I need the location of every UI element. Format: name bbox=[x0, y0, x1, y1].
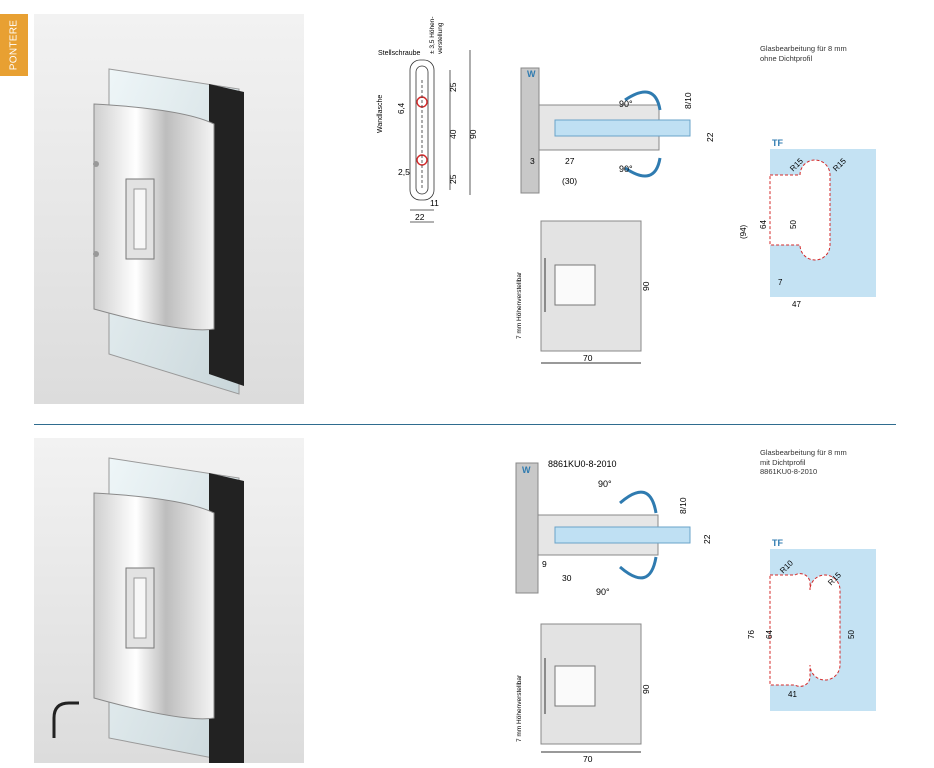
section-separator bbox=[34, 424, 896, 425]
angle-bottom-2: 90° bbox=[596, 587, 610, 597]
dim-41: 41 bbox=[788, 690, 797, 699]
wall-label-2: W bbox=[522, 465, 531, 475]
dim-30: 30 bbox=[562, 573, 572, 583]
front-view-drawing-1: 7 mm Höhenverstellbar 90 70 bbox=[516, 220, 651, 364]
label-wandlasche: Wandlasche bbox=[377, 95, 384, 133]
angle-bottom: 90° bbox=[619, 164, 633, 174]
dim-64-2: 64 bbox=[765, 630, 774, 639]
dim-90-2: 90 bbox=[641, 684, 651, 694]
dim-50: 50 bbox=[789, 220, 798, 229]
top-view-drawing-2: W 8861KU0-8-2010 90° 90° 8/10 22 9 30 bbox=[515, 459, 712, 597]
angle-top-2: 90° bbox=[598, 479, 612, 489]
glass-cutout-2: TF R10 R15 76 64 50 41 bbox=[747, 538, 876, 711]
tf-label: TF bbox=[772, 138, 783, 148]
dim-25b: 25 bbox=[448, 174, 458, 184]
dim-9: 9 bbox=[542, 559, 547, 569]
front-view-drawing-2: 7 mm Höhenverstellbar 90 70 bbox=[516, 623, 651, 763]
note-2-line-2: mit Dichtprofil bbox=[760, 457, 806, 467]
glass-note-2: Glasbearbeitung für 8 mm mit Dichtprofil… bbox=[760, 448, 847, 477]
dim-7: 7 bbox=[778, 278, 783, 287]
dim-47: 47 bbox=[792, 300, 801, 309]
label-hv-2: 7 mm Höhenverstellbar bbox=[516, 674, 523, 742]
dim-70-2: 70 bbox=[583, 754, 593, 763]
wall-plate-drawing-1: Stellschraube Wandlasche ± 3,5 Höhen- ve… bbox=[377, 16, 478, 223]
label-stellschraube: Stellschraube bbox=[378, 50, 421, 57]
dim-64: 64 bbox=[759, 220, 768, 229]
hinge-illustration-2 bbox=[52, 457, 244, 764]
note-1-line-2: ohne Dichtprofil bbox=[760, 53, 813, 63]
dim-50-2: 50 bbox=[847, 630, 856, 639]
note-1-line-1: Glasbearbeitung für 8 mm bbox=[760, 44, 847, 53]
glass-cutout-1: TF R15 R15 (94) 64 50 7 47 bbox=[739, 138, 876, 309]
product-photo-2 bbox=[34, 438, 304, 764]
dim-90b: 90 bbox=[641, 281, 651, 291]
category-tab: PONTERE bbox=[0, 14, 28, 76]
angle-top: 90° bbox=[619, 99, 633, 109]
dim-3: 3 bbox=[530, 156, 535, 166]
dim-11: 11 bbox=[430, 198, 439, 208]
dim-22a: 22 bbox=[415, 212, 425, 222]
product-photo-1 bbox=[34, 14, 304, 404]
label-hoehen2: verstellung bbox=[437, 22, 444, 54]
dim-6-4: 6,4 bbox=[397, 102, 406, 114]
hinge-illustration-1 bbox=[93, 68, 244, 395]
dim-76: 76 bbox=[747, 630, 756, 639]
glass-note-1: Glasbearbeitung für 8 mm ohne Dichtprofi… bbox=[760, 44, 847, 63]
note-2-line-1: Glasbearbeitung für 8 mm bbox=[760, 448, 847, 457]
dim-22b: 22 bbox=[705, 132, 715, 142]
dim-8-10-2: 8/10 bbox=[678, 497, 688, 514]
dim-2-5: 2,5 bbox=[398, 167, 410, 177]
dim-70: 70 bbox=[583, 353, 593, 363]
dim-27: 27 bbox=[565, 156, 575, 166]
dim-40: 40 bbox=[448, 129, 458, 139]
dim-25a: 25 bbox=[448, 82, 458, 92]
note-2-line-3: 8861KU0-8-2010 bbox=[760, 467, 818, 476]
dim-8-10: 8/10 bbox=[683, 92, 693, 109]
tf-label-2: TF bbox=[772, 538, 783, 548]
wall-label: W bbox=[527, 69, 536, 79]
part-code: 8861KU0-8-2010 bbox=[548, 459, 617, 469]
dim-30p: (30) bbox=[562, 176, 577, 186]
label-hoehen: ± 3,5 Höhen- bbox=[429, 16, 436, 54]
label-hv: 7 mm Höhenverstellbar bbox=[516, 271, 523, 339]
dim-22-2: 22 bbox=[702, 534, 712, 544]
top-view-drawing-1: W 90° 90° 8/10 22 3 27 (30) bbox=[520, 67, 715, 194]
dim-94: (94) bbox=[739, 224, 748, 239]
dim-90a: 90 bbox=[468, 129, 478, 139]
category-tab-label: PONTERE bbox=[8, 19, 20, 71]
